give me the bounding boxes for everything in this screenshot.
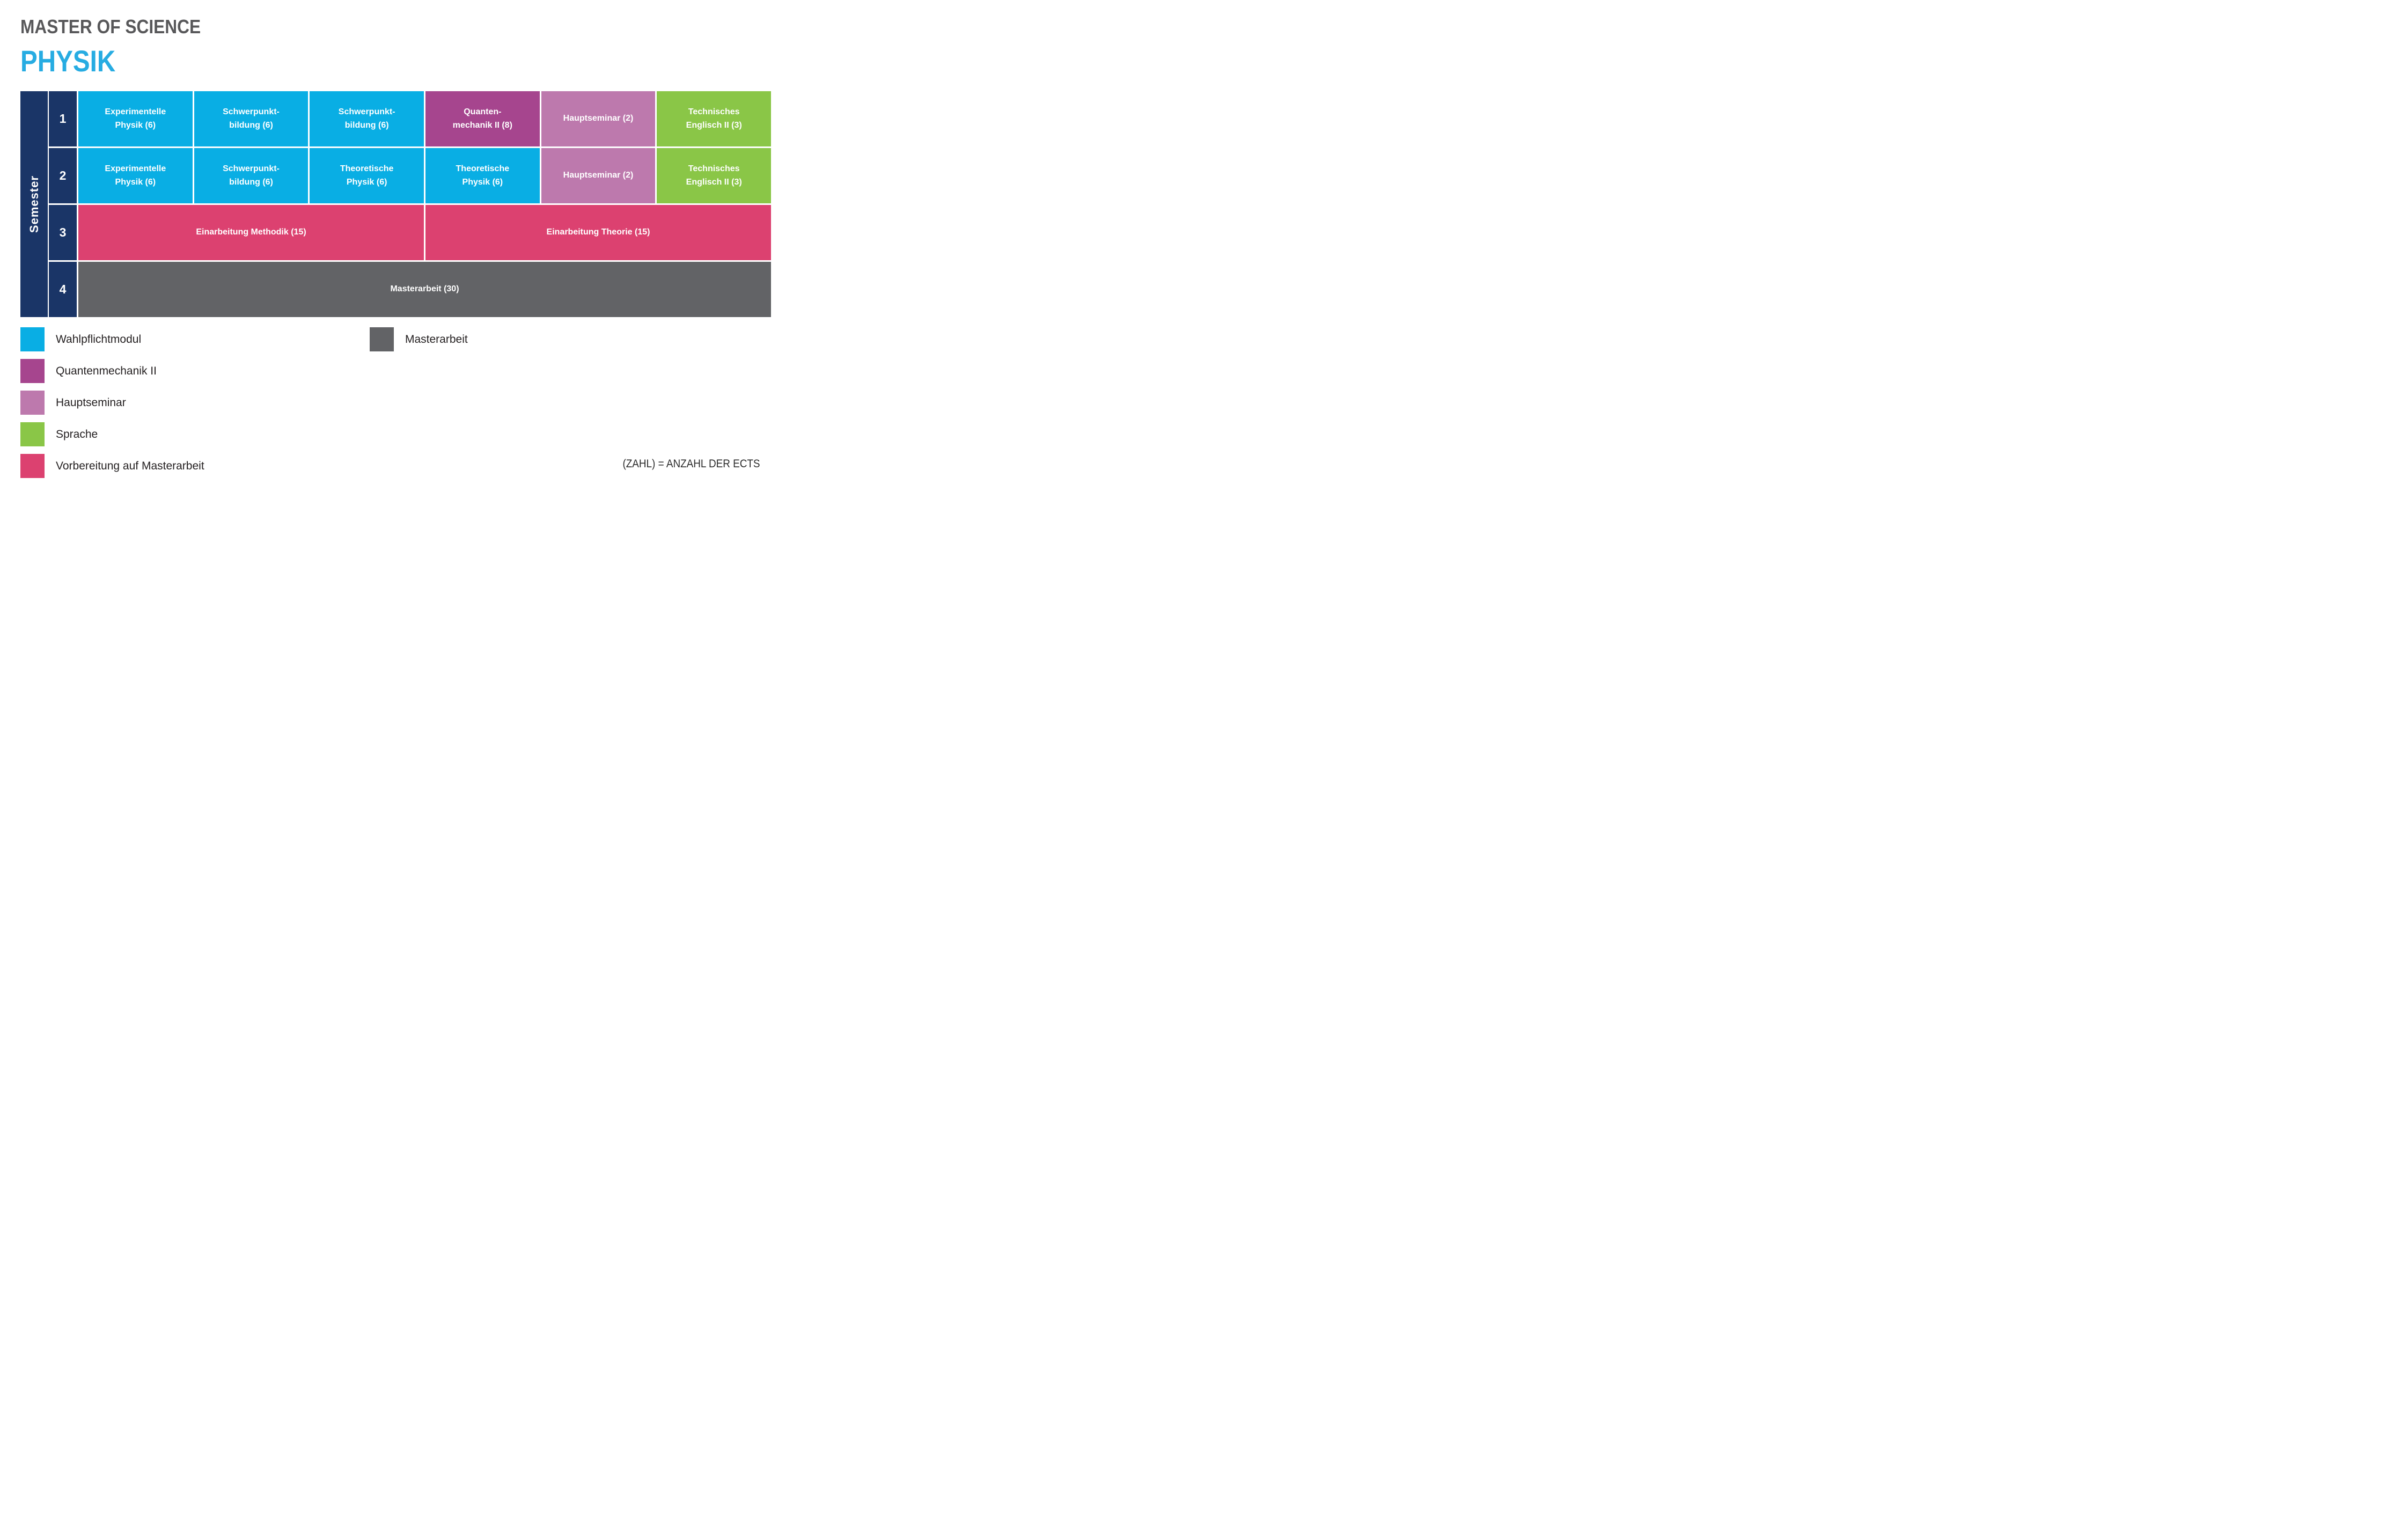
module-cell-s2-technisches-englisch: Technisches Englisch II (3)	[657, 148, 771, 203]
legend-label-sprache: Sprache	[56, 428, 98, 440]
legend-item-masterarbeit: Masterarbeit	[370, 327, 468, 351]
legend-label-wahlpflichtmodul: Wahlpflichtmodul	[56, 333, 142, 346]
module-cell-s1-technisches-englisch: Technisches Englisch II (3)	[657, 91, 771, 146]
module-cell-s2-theoretische-physik-a: Theoretische Physik (6)	[310, 148, 424, 203]
semester-axis: Semester	[20, 91, 48, 317]
curriculum-grid: 1 Experimentelle Physik (6) Schwerpunkt-…	[49, 91, 771, 317]
module-cell-s3-einarbeitung-theorie: Einarbeitung Theorie (15)	[425, 205, 771, 260]
legend-item-sprache: Sprache	[20, 422, 204, 446]
module-cell-s2-hauptseminar: Hauptseminar (2)	[541, 148, 656, 203]
legend-right-column: Masterarbeit	[370, 327, 468, 351]
module-cell-s2-schwerpunktbildung: Schwerpunkt- bildung (6)	[194, 148, 309, 203]
semester-number-3: 3	[49, 205, 77, 260]
legend-swatch-wahlpflichtmodul	[20, 327, 45, 351]
semester-number-4: 4	[49, 262, 77, 317]
legend-item-vorbereitung-auf-masterarbeit: Vorbereitung auf Masterarbeit	[20, 454, 204, 478]
legend-swatch-hauptseminar	[20, 391, 45, 415]
module-cell-s3-einarbeitung-methodik: Einarbeitung Methodik (15)	[78, 205, 424, 260]
legend-left-column: Wahlpflichtmodul Quantenmechanik II Haup…	[20, 327, 204, 478]
legend-item-wahlpflichtmodul: Wahlpflichtmodul	[20, 327, 204, 351]
legend-label-quantenmechanik-ii: Quantenmechanik II	[56, 364, 157, 377]
semester-number-1: 1	[49, 91, 77, 146]
module-cell-s2-theoretische-physik-b: Theoretische Physik (6)	[425, 148, 540, 203]
degree-title: MASTER OF SCIENCE	[20, 16, 201, 38]
semester-number-2: 2	[49, 148, 77, 203]
module-cell-s1-schwerpunktbildung-a: Schwerpunkt- bildung (6)	[194, 91, 309, 146]
module-cell-s1-schwerpunktbildung-b: Schwerpunkt- bildung (6)	[310, 91, 424, 146]
legend-label-hauptseminar: Hauptseminar	[56, 396, 126, 409]
semester-axis-label: Semester	[27, 175, 41, 233]
legend-item-hauptseminar: Hauptseminar	[20, 391, 204, 415]
module-cell-s4-masterarbeit: Masterarbeit (30)	[78, 262, 771, 317]
legend-swatch-vorbereitung-auf-masterarbeit	[20, 454, 45, 478]
legend-item-quantenmechanik-ii: Quantenmechanik II	[20, 359, 204, 383]
legend-swatch-masterarbeit	[370, 327, 394, 351]
legend-swatch-quantenmechanik-ii	[20, 359, 45, 383]
module-cell-s1-quantenmechanik-ii: Quanten- mechanik II (8)	[425, 91, 540, 146]
legend-label-vorbereitung-auf-masterarbeit: Vorbereitung auf Masterarbeit	[56, 459, 204, 472]
curriculum-table: Semester 1 Experimentelle Physik (6) Sch…	[20, 91, 771, 317]
module-cell-s1-hauptseminar: Hauptseminar (2)	[541, 91, 656, 146]
legend-label-masterarbeit: Masterarbeit	[405, 333, 468, 346]
program-title: PHYSIK	[20, 44, 116, 78]
curriculum-infographic: MASTER OF SCIENCE PHYSIK Semester 1 Expe…	[0, 0, 803, 507]
legend-swatch-sprache	[20, 422, 45, 446]
module-cell-s2-experimentelle-physik: Experimentelle Physik (6)	[78, 148, 193, 203]
module-cell-s1-experimentelle-physik: Experimentelle Physik (6)	[78, 91, 193, 146]
ects-footnote: (ZAHL) = ANZAHL DER ECTS	[622, 458, 760, 470]
